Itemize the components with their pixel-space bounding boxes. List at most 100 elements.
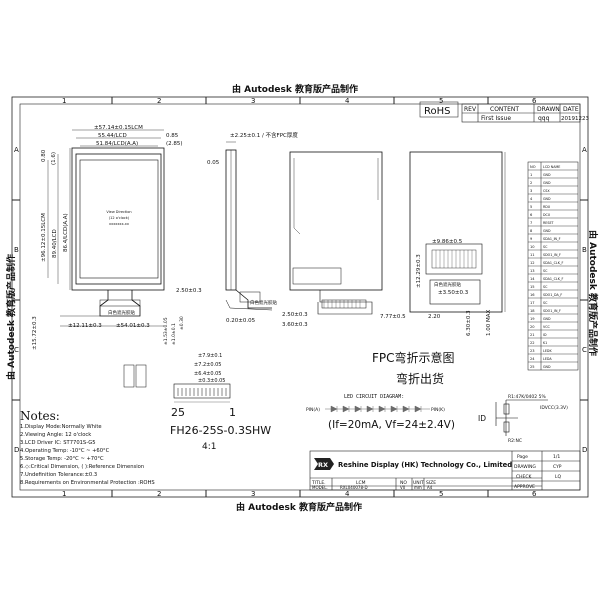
conn-dim-2: ±7.2±0.05: [194, 362, 221, 368]
pin-name: SDA1_CLK_F: [543, 277, 564, 281]
zone-col-2: 2: [157, 97, 161, 105]
zone-row-a-r: A: [582, 146, 587, 154]
tb-drawing-label: DRAWING: [514, 464, 536, 470]
front-view: [47, 129, 165, 327]
watermark-left: 由 Autodesk 教育版产品制作: [5, 254, 17, 380]
led-diodes: [330, 405, 422, 413]
pin-name: SC: [543, 245, 548, 249]
pin-name: GND: [543, 365, 551, 369]
company-name: Reshine Display (HK) Technology Co., Lim…: [338, 461, 512, 469]
note-item-6: 6.◇:Critical Dimension, ( ):Reference Di…: [20, 464, 144, 470]
fpc-fold-title: FPC弯折示意图: [372, 350, 455, 365]
tb-page-label: Page: [517, 454, 528, 460]
zone-col-3: 3: [251, 97, 255, 105]
fold-dim-f: 6.30±0.3: [466, 310, 472, 336]
pin-name: SC: [543, 269, 548, 273]
rev-header-drawn: DRAWN: [537, 106, 560, 113]
pin-no: 5: [530, 205, 532, 209]
fold-dim-d: 7.77±0.5: [380, 314, 406, 320]
dim-outline-w: ±57.14±0.15LCM: [94, 125, 143, 131]
back-view: [289, 151, 383, 315]
pin-no: 1: [530, 173, 532, 177]
led-pin-a: PIN(A): [306, 407, 320, 413]
fold-dim-e: 2.20: [428, 314, 441, 320]
id-r1: R1:47K/0402 5%: [508, 394, 546, 400]
led-spec: (If=20mA, Vf=24±2.4V): [328, 419, 455, 431]
watermark-bottom: 由 Autodesk 教育版产品制作: [236, 501, 362, 513]
pin-no: 2: [530, 181, 532, 185]
dim-side: ±15.72±0.3: [32, 316, 38, 350]
pin-no: 8: [530, 229, 533, 233]
dim-h-total: ±96.12±0.15LCM: [41, 213, 47, 262]
tb-title-value: LCM: [356, 480, 366, 486]
connector-part-number: FH26-25S-0.3SHW: [170, 424, 271, 437]
conn-dim-3: ±6.4±0.05: [194, 371, 221, 377]
connector-detail: [123, 364, 231, 403]
dim-b-h: 2.50±0.3: [176, 288, 202, 294]
pin-no: 18: [530, 309, 535, 313]
tb-model-value: RXL040078-D: [340, 485, 368, 490]
rohs-label: RoHS: [424, 106, 450, 117]
zone-col-5b: 5: [439, 490, 443, 498]
pin-no: 3: [530, 189, 532, 193]
notes-title: Notes:: [20, 409, 60, 423]
dim-t1: 0.80: [41, 149, 47, 162]
side-dim-d2: 0.20±0.05: [226, 318, 256, 324]
front-label-line-3: xxxxxxx-xx: [109, 222, 129, 226]
zone-col-6: 6: [532, 97, 537, 105]
logo-text: RX: [318, 461, 328, 469]
zone-row-b-r: B: [582, 246, 587, 254]
tb-page-value: 1/1: [553, 454, 560, 460]
note-item-1: 1.Display Mode:Normally White: [20, 424, 102, 430]
id-label: ID: [478, 414, 486, 423]
pin-name: SC: [543, 301, 548, 305]
pin-no: 24: [530, 357, 535, 361]
pin-no: 16: [530, 293, 535, 297]
fold-dim-a: ±9.86±0.5: [432, 239, 463, 245]
id-vcc: IDVCC(3.3V): [540, 405, 568, 411]
pin-name: GND: [543, 229, 551, 233]
conn-dim-1: ±7.9±0.1: [198, 353, 222, 359]
pin-no: 12: [530, 261, 535, 265]
connector-pin-1: 1: [229, 406, 236, 419]
side-view: [225, 141, 273, 311]
zone-col-6b: 6: [532, 490, 537, 498]
note-item-5: 5.Storage Temp: -20°C ~ +70°C: [20, 456, 104, 462]
pin-name: SDO1_IN_F: [543, 253, 561, 257]
pin-no: 9: [530, 237, 533, 241]
front-stack-dims: ±0.30 ±1.0±0.1 ±1.53±0.05: [163, 316, 185, 345]
led-diode-icon: [390, 405, 398, 413]
stack-dim-2: ±1.0±0.1: [171, 323, 177, 345]
tb-unit-value: mm: [414, 485, 422, 490]
connector-pin-25: 25: [171, 406, 185, 419]
front-label-line-1: View Direction: [106, 210, 131, 214]
pin-no: 23: [530, 349, 535, 353]
pin-name: RESET: [543, 221, 555, 225]
revision-table: [461, 103, 581, 123]
note-item-7: 7.Undefinition Tolerance:±0.3: [20, 472, 97, 478]
conn-dim-4: ±0.3±0.05: [198, 378, 225, 384]
pin-no: 11: [530, 253, 535, 257]
led-diode-icon: [414, 405, 422, 413]
dim-b-left: ±12.11±0.3: [68, 323, 102, 329]
tb-size-header: SIZE: [426, 480, 436, 486]
zone-col-4: 4: [345, 97, 350, 105]
rev-content: First Issue: [481, 115, 511, 122]
dim-lcd-w: 55.44/LCD: [98, 133, 127, 139]
led-pin-k: PIN(K): [431, 407, 445, 413]
pin-header-no: NO: [530, 165, 536, 169]
fold-dim-c: ±3.50±0.3: [438, 290, 469, 296]
side-dim-thick: ±2.25±0.1 / 不含FPC厚度: [230, 131, 298, 139]
connector-dimensions: ±7.9±0.1 ±7.2±0.05 ±6.4±0.05 ±0.3±0.05: [194, 353, 225, 384]
pin-name: GND: [543, 181, 551, 185]
rev-drawn: qqq: [538, 115, 550, 122]
rev-header-content: CONTENT: [490, 106, 519, 113]
note-item-3: 3.LCD Driver IC: ST7701S-G5: [20, 440, 96, 446]
fold-view-dimensions: ±9.86±0.5 ±12.29±0.3 ±3.50±0.3 7.77±0.5 …: [380, 239, 492, 336]
dim-r2: (2.85): [166, 141, 183, 147]
pin-name: LEDK: [543, 349, 552, 353]
rohs-mark: RoHS: [419, 101, 459, 118]
drawing-frame: [11, 96, 589, 498]
side-dim-note: 白色遮光胶贴: [250, 299, 277, 306]
